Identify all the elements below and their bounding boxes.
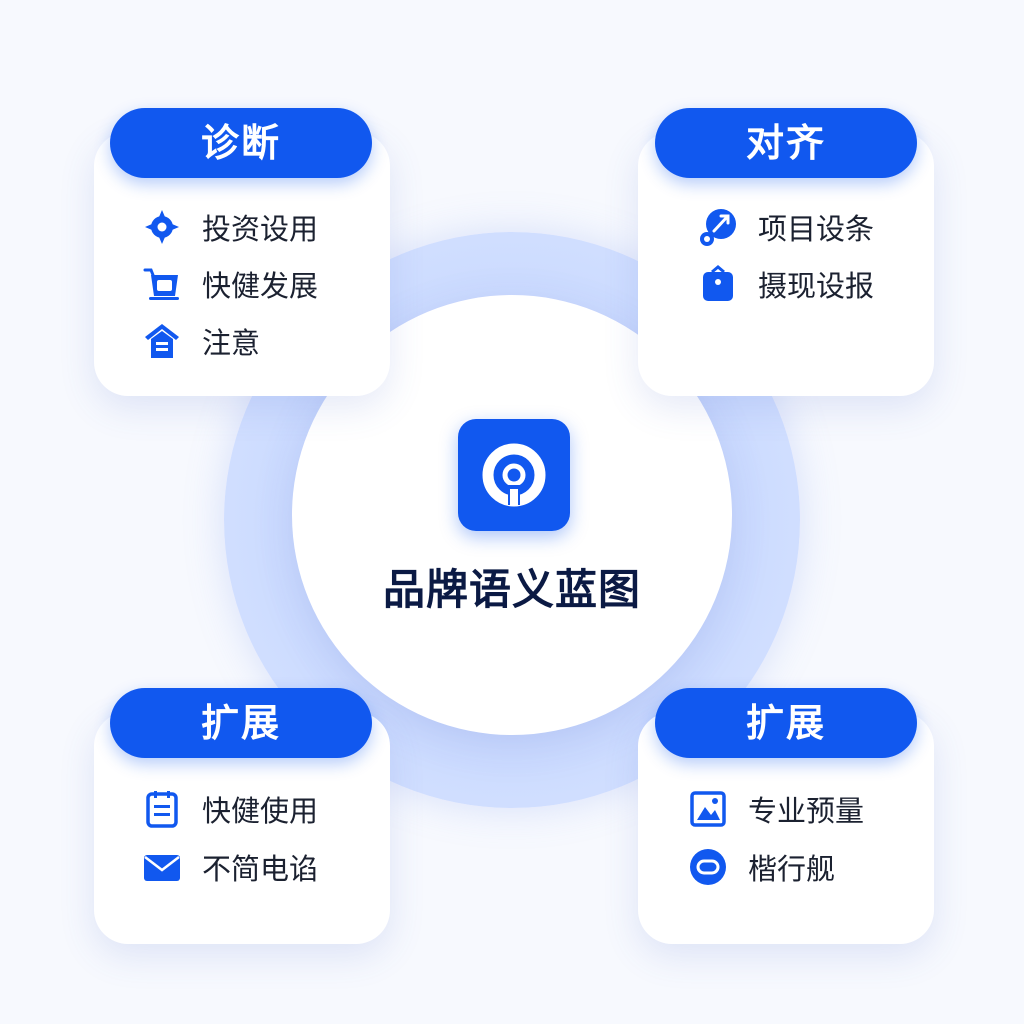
card-title-expand-right: 扩展: [655, 688, 917, 758]
list-item: 快健使用: [140, 787, 318, 831]
calendar-list-icon: [140, 787, 184, 831]
list-item-label: 楷行舰: [748, 852, 836, 886]
list-item: 注意: [140, 319, 260, 363]
card-title-diagnose: 诊断: [110, 108, 372, 178]
list-item: 项目设条: [696, 205, 874, 249]
cart-basket-icon: [140, 262, 184, 306]
list-item-label: 项目设条: [758, 212, 875, 246]
image-frame-icon: [686, 787, 730, 831]
list-item: 快健发展: [140, 262, 318, 306]
list-item: 专业预量: [686, 787, 864, 831]
list-item-label: 快健发展: [202, 269, 319, 303]
list-item: 投资设用: [140, 205, 318, 249]
rocket-launch-icon: [696, 205, 740, 249]
list-item-label: 专业预量: [748, 794, 865, 828]
list-item-label: 不简电谄: [202, 852, 319, 886]
list-item-label: 投资设用: [202, 212, 319, 246]
house-list-icon: [140, 319, 184, 363]
list-item-label: 快健使用: [202, 794, 319, 828]
bag-icon: [696, 262, 740, 306]
link-circle-icon: [686, 845, 730, 889]
center-title: 品牌语义蓝图: [382, 565, 641, 614]
envelope-icon: [140, 845, 184, 889]
brand-logo-icon: [458, 419, 570, 531]
card-title-align: 对齐: [655, 108, 917, 178]
list-item-label: 注意: [202, 326, 261, 360]
list-item: 不简电谄: [140, 845, 318, 889]
compass-target-icon: [140, 205, 184, 249]
list-item: 楷行舰: [686, 845, 835, 889]
list-item: 摄现设报: [696, 262, 874, 306]
list-item-label: 摄现设报: [758, 269, 875, 303]
card-title-expand-left: 扩展: [110, 688, 372, 758]
